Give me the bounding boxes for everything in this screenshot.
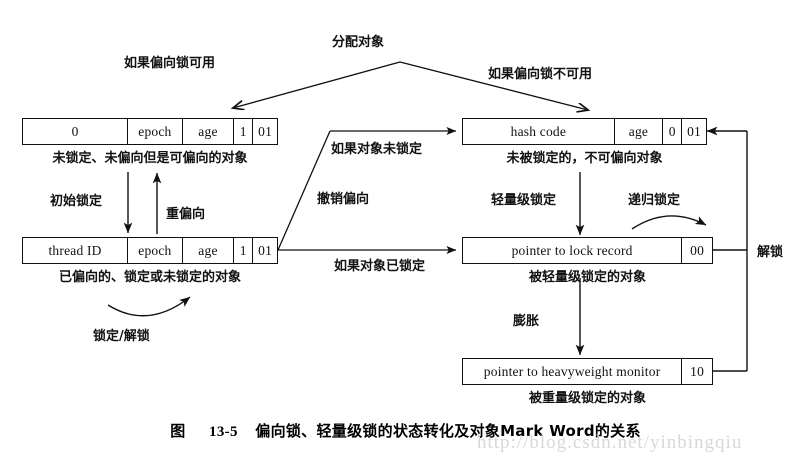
caption-hashcode: 未被锁定的，不可偏向对象 <box>506 151 663 166</box>
edge-label-bias-available: 如果偏向锁可用 <box>124 56 216 71</box>
figure-caption-prefix: 图 <box>170 422 186 440</box>
markword-cell-lock-bits: 00 <box>690 242 705 258</box>
edge-label-unlock: 解锁 <box>757 245 784 260</box>
markword-cell-hashcode: hash code <box>463 119 615 144</box>
edge-label-recursive-lock: 递归锁定 <box>628 193 681 208</box>
caption-biased: 已偏向的、锁定或未锁定的对象 <box>58 270 241 285</box>
markword-cell-lock-bits: 01 <box>258 242 273 258</box>
markword-cell-epoch: epoch <box>128 238 183 263</box>
caption-biasable: 未锁定、未偏向但是可偏向的对象 <box>52 151 248 166</box>
markword-box-hashcode: hash code age 0 01 <box>462 118 707 145</box>
lock-unlock-loop <box>107 296 191 317</box>
edge-label-revoke-bias: 撤销偏向 <box>317 192 370 207</box>
caption-heavyweight: 被重量级锁定的对象 <box>528 391 646 406</box>
markword-box-heavyweight: pointer to heavyweight monitor 10 <box>462 358 713 385</box>
markword-cell-epoch: epoch <box>128 119 183 144</box>
markword-cell-age: age <box>615 119 664 144</box>
unlock-bus-lines <box>706 126 748 372</box>
edge-label-allocate: 分配对象 <box>332 35 385 50</box>
watermark-text: http://blog.csdn.net/yinbingqiu <box>477 432 743 453</box>
markword-cell-age: age <box>183 238 235 263</box>
markword-cell-thread-or-zero: 0 <box>23 119 129 144</box>
edge-label-initial-lock: 初始锁定 <box>50 194 103 209</box>
markword-cell-monitor-pointer: pointer to heavyweight monitor <box>463 359 683 384</box>
edge-label-lightweight-lock: 轻量级锁定 <box>491 193 557 208</box>
edge-label-bias-unavailable: 如果偏向锁不可用 <box>488 67 593 82</box>
figure-caption: 图 13-5 偏向锁、轻量级锁的状态转化及对象Mark Word的关系 <box>0 420 811 441</box>
edge-label-rebias: 重偏向 <box>166 207 206 222</box>
markword-cell-lock-bits: 10 <box>690 363 705 379</box>
figure-caption-text: 偏向锁、轻量级锁的状态转化及对象Mark Word的关系 <box>255 422 641 440</box>
recursive-lock-loop <box>631 215 707 230</box>
markword-cell-bias-flag: 1 <box>234 119 254 144</box>
markword-cell-bias-flag: 0 <box>663 119 683 144</box>
markword-cell-lock-bits: 01 <box>258 123 273 139</box>
revoke-bias-lines <box>277 126 457 255</box>
markword-cell-thread-id: thread ID <box>23 238 129 263</box>
markword-cell-bias-flag: 1 <box>234 238 254 263</box>
markword-box-lightweight: pointer to lock record 00 <box>462 237 713 264</box>
markword-cell-age: age <box>183 119 235 144</box>
figure-caption-number: 13-5 <box>209 424 238 440</box>
markword-cell-lock-bits: 01 <box>687 123 702 139</box>
markword-box-biasable: 0 epoch age 1 01 <box>22 118 278 145</box>
markword-box-biased: thread ID epoch age 1 01 <box>22 237 278 264</box>
markword-cell-lock-record-pointer: pointer to lock record <box>463 238 683 263</box>
allocate-split-lines <box>233 61 588 110</box>
edge-label-lock-unlock: 锁定/解锁 <box>93 329 150 344</box>
edge-label-object-locked: 如果对象已锁定 <box>334 259 426 274</box>
edge-label-object-unlocked: 如果对象未锁定 <box>331 142 423 157</box>
caption-lightweight: 被轻量级锁定的对象 <box>528 270 646 285</box>
edge-label-inflate: 膨胀 <box>513 314 540 329</box>
